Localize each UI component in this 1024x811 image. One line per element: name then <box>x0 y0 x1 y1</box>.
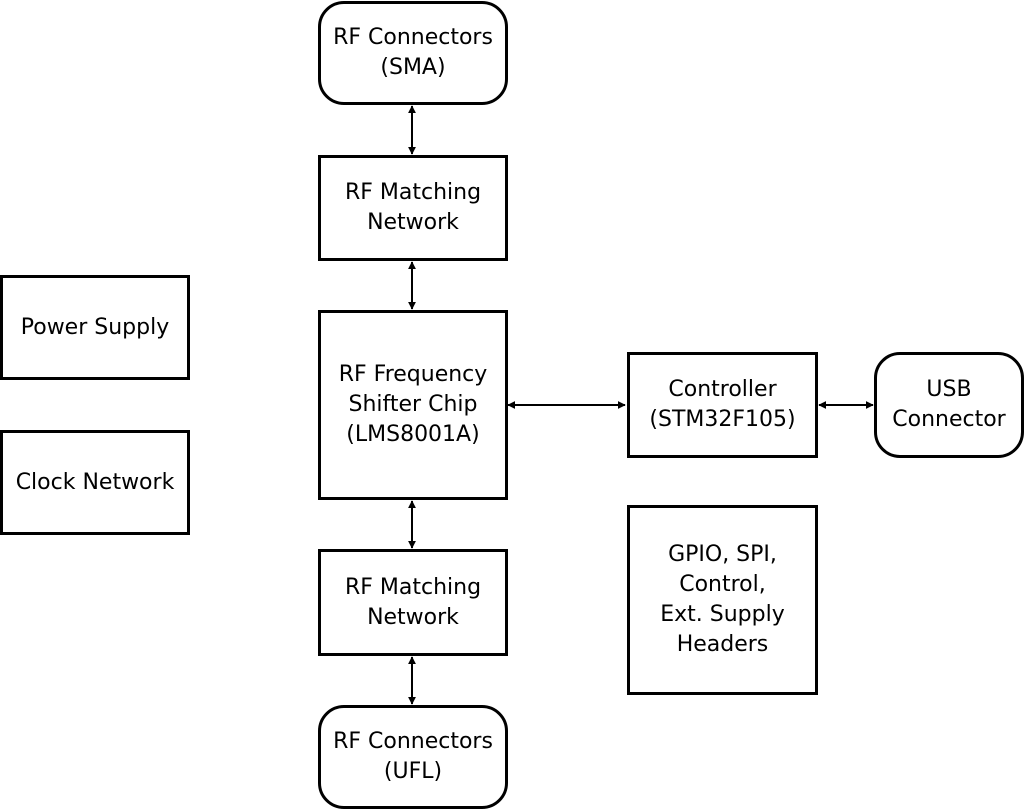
block-label-line: Clock Network <box>15 469 175 495</box>
block-label-line: RF Matching <box>344 180 482 205</box>
power-supply-block: Power Supply <box>0 275 190 380</box>
rf-frequency-shifter-block: RF Frequency Shifter Chip (LMS8001A) <box>318 310 508 500</box>
block-label-line: RF Frequency <box>338 362 488 387</box>
rf-matching-network-bottom-block: RF Matching Network <box>318 549 508 656</box>
controller-block: Controller (STM32F105) <box>627 352 818 458</box>
block-label-line: RF Matching <box>344 574 482 600</box>
block-label-line: (STM32F105) <box>649 407 796 432</box>
clock-network-block: Clock Network <box>0 430 190 535</box>
block-label-line: GPIO, SPI, <box>668 542 777 567</box>
block-label-line: (LMS8001A) <box>346 422 480 447</box>
rf-matching-network-top-block: RF Matching Network <box>318 155 508 261</box>
rf-connectors-ufl-block: RF Connectors (UFL) <box>318 705 508 809</box>
block-label-line: Network <box>367 604 459 630</box>
block-label-line: Controller <box>668 377 777 402</box>
block-label-line: Network <box>367 210 459 235</box>
headers-block: GPIO, SPI, Control, Ext. Supply Headers <box>627 505 818 695</box>
block-label-line: Control, <box>679 572 766 597</box>
block-label-line: (SMA) <box>380 55 446 80</box>
block-label-line: USB <box>926 377 972 402</box>
block-label-line: (UFL) <box>383 759 443 784</box>
block-label-line: RF Connectors <box>333 729 493 754</box>
block-label-line: Connector <box>892 407 1006 432</box>
usb-connector-block: USB Connector <box>874 352 1024 458</box>
block-label-line: Headers <box>676 632 769 657</box>
block-label-line: RF Connectors <box>333 25 493 50</box>
rf-connectors-sma-block: RF Connectors (SMA) <box>318 1 508 105</box>
block-label-line: Ext. Supply <box>660 602 785 627</box>
block-label-line: Power Supply <box>20 314 170 340</box>
block-label-line: Shifter Chip <box>348 392 478 417</box>
